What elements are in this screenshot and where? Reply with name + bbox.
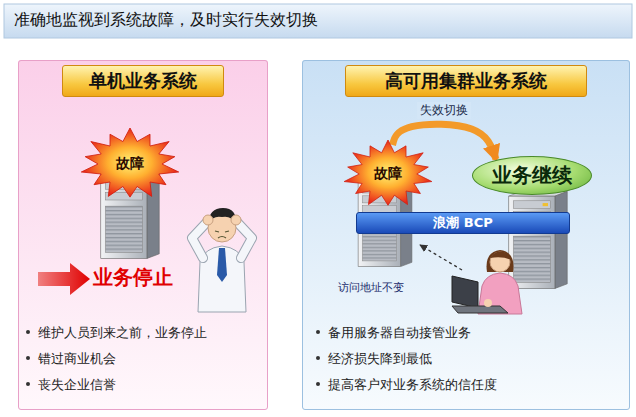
bullet-item: 经济损失降到最低: [316, 348, 432, 368]
edge-label: 失效切换: [417, 102, 471, 119]
label-text: 业务停止: [93, 265, 173, 289]
label-text: 提高客户对业务系统的信任度: [328, 377, 497, 392]
bullet-dot: [316, 330, 320, 334]
continue-text: 业务继续: [492, 162, 572, 189]
bullet-dot: [26, 330, 30, 334]
operator-with-laptop: [452, 250, 522, 314]
burst-outline: [81, 128, 178, 197]
hair: [490, 252, 511, 260]
arm: [237, 222, 252, 258]
hand: [203, 215, 213, 225]
bullet-item: 维护人员到来之前，业务停止: [26, 322, 207, 342]
panel-ground: [302, 60, 630, 410]
label-text: 经济损失降到最低: [328, 351, 432, 366]
bullet-dot: [26, 356, 30, 360]
failure-text: 故障: [116, 155, 144, 173]
tie: [217, 248, 227, 282]
band-text: 浪潮 BCP: [433, 214, 493, 232]
hand: [484, 299, 492, 307]
burst-outline: [344, 140, 432, 205]
failure-text: 故障: [374, 165, 402, 183]
bullet-item: 备用服务器自动接管业务: [316, 322, 471, 342]
failover-arrow: [393, 124, 497, 159]
arm: [192, 222, 207, 258]
panel-ground: [18, 60, 268, 410]
hair: [487, 250, 514, 272]
panel-header: 单机业务系统: [62, 65, 224, 97]
arm: [192, 222, 207, 258]
bullet-dot: [316, 382, 320, 386]
server-icon: [509, 192, 567, 289]
title-text: 准确地监视到系统故障，及时实行失效切换: [14, 10, 318, 31]
bullet-dot: [316, 356, 320, 360]
label-text: 访问地址不变: [338, 281, 404, 294]
hand: [231, 215, 241, 225]
bullet-dot: [26, 382, 30, 386]
arm: [237, 222, 252, 258]
bullet-item: 丧失企业信誉: [26, 374, 116, 394]
failure-burst: 故障: [343, 140, 433, 208]
label-text: 备用服务器自动接管业务: [328, 325, 471, 340]
label-text: 维护人员到来之前，业务停止: [38, 325, 207, 340]
face: [215, 231, 229, 238]
cluster-band: 浪潮 BCP: [356, 212, 570, 234]
label-text: 错过商业机会: [38, 351, 116, 366]
laptop-screen: [452, 276, 478, 308]
title-band: [4, 4, 632, 38]
access-arrow: [420, 245, 462, 270]
panel-header: 高可用集群业务系统: [345, 65, 587, 97]
label-text: 丧失企业信誉: [38, 377, 116, 392]
access-label: 访问地址不变: [338, 276, 404, 295]
bullet-item: 错过商业机会: [26, 348, 116, 368]
worried-technician: [192, 208, 252, 312]
failure-burst: 故障: [80, 128, 180, 200]
laptop-base: [452, 306, 508, 313]
head: [490, 252, 510, 272]
bullet-item: 提高客户对业务系统的信任度: [316, 374, 497, 394]
stop-label: 业务停止: [93, 264, 173, 291]
stop-arrow: [38, 263, 90, 295]
continue-oval: 业务继续: [472, 156, 592, 195]
